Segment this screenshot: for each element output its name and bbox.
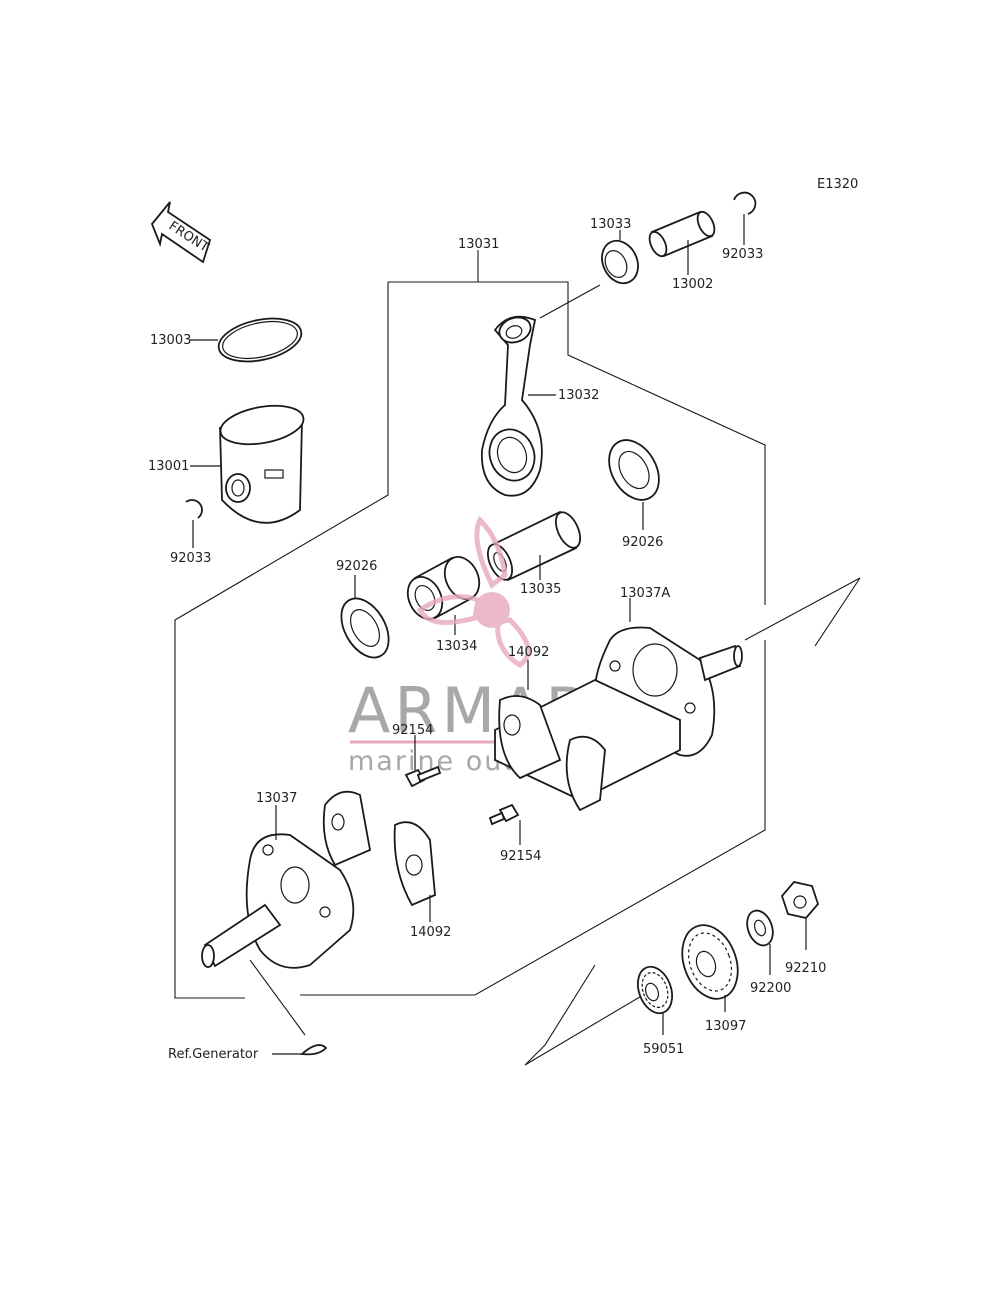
crank-web-lower: 14092 — [322, 790, 451, 940]
part-label-13001: 13001 — [148, 459, 189, 474]
propeller-logo-icon — [416, 515, 531, 669]
part-label-13032: 13032 — [558, 388, 599, 403]
front-arrow-icon: FRONT — [150, 201, 211, 264]
crank-pin: 13035 — [486, 510, 582, 597]
part-label-14092-lower: 14092 — [410, 925, 451, 940]
diagram-code: E1320 — [817, 177, 858, 192]
pinion-gear: 59051 — [636, 965, 684, 1057]
bolt-lower: 92154 — [488, 803, 541, 864]
ref-generator-label: Ref.Generator — [168, 1047, 259, 1062]
part-label-92033-left: 92033 — [170, 551, 211, 566]
part-label-13035: 13035 — [520, 582, 561, 597]
drive-gear: 13097 — [681, 924, 746, 1034]
part-label-92033-top: 92033 — [722, 247, 763, 262]
piston-ring: 13003 — [150, 317, 303, 363]
part-label-13037A: 13037A — [620, 586, 670, 601]
connecting-rod: 13032 — [481, 284, 601, 497]
needle-bearing-small: 13033 — [590, 217, 639, 285]
piston-pin: 13002 — [648, 210, 716, 292]
circlip-top: 92033 — [722, 191, 763, 262]
piston: 13001 — [148, 404, 305, 524]
part-label-13034: 13034 — [436, 639, 477, 654]
washer: 92200 — [746, 909, 791, 996]
part-label-13031: 13031 — [458, 237, 499, 252]
crank-web-upper: 14092 — [498, 645, 606, 812]
part-label-92026-left: 92026 — [336, 559, 377, 574]
part-label-59051: 59051 — [643, 1042, 684, 1057]
part-label-13033: 13033 — [590, 217, 631, 232]
thrust-washer-left: 92026 — [336, 559, 390, 659]
bolt-upper: 92154 — [392, 723, 442, 788]
thrust-washer-right: 92026 — [608, 439, 663, 550]
part-label-92200: 92200 — [750, 981, 791, 996]
part-label-13097: 13097 — [705, 1019, 746, 1034]
part-label-13002: 13002 — [672, 277, 713, 292]
part-label-92026-right: 92026 — [622, 535, 663, 550]
part-label-92154-upper: 92154 — [392, 723, 433, 738]
rod-assembly-bracket: 13031 — [174, 237, 766, 999]
needle-bearing-large: 13034 — [406, 556, 481, 654]
part-label-13003: 13003 — [150, 333, 191, 348]
flange-nut: 92210 — [780, 881, 826, 976]
crank-half-left: 13037 — [201, 791, 355, 969]
part-label-13037: 13037 — [256, 791, 297, 806]
part-label-92210: 92210 — [785, 961, 826, 976]
circlip-left: 92033 — [170, 499, 211, 566]
part-label-14092-upper: 14092 — [508, 645, 549, 660]
crank-axis-lines — [249, 577, 861, 1066]
part-label-92154-lower: 92154 — [500, 849, 541, 864]
ref-generator: Ref.Generator — [168, 1044, 328, 1062]
